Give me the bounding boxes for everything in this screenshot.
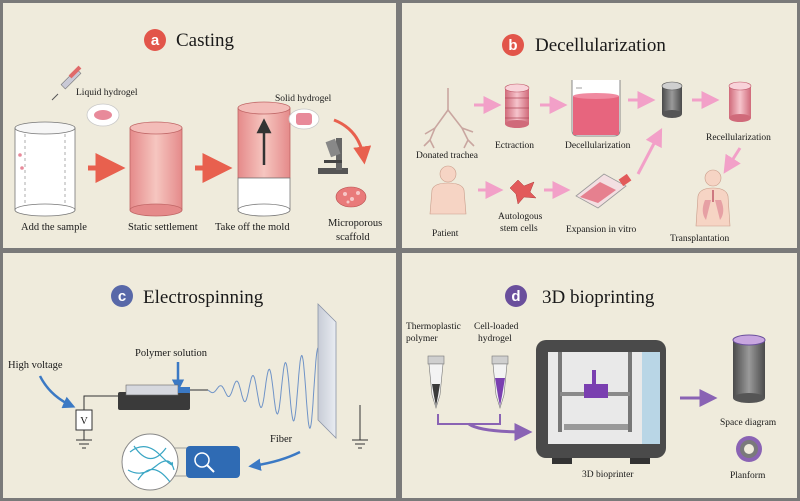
patient-icon: [429, 165, 467, 215]
panel-decellularization: b Decellularization Donated trachea Ectr…: [402, 3, 797, 248]
label-donated-trachea: Donated trachea: [416, 151, 479, 161]
label-thermoplastic-2: polymer: [406, 334, 438, 344]
label-fiber: Fiber: [270, 434, 293, 445]
trachea-icon: [423, 88, 475, 149]
microporous-scaffold-icon: [335, 186, 367, 208]
liquid-hydrogel-blob: [94, 110, 112, 120]
label-cell-loaded-2: hydrogel: [478, 334, 512, 344]
label-autologous-2: stem cells: [500, 224, 538, 234]
label-add-sample: Add the sample: [21, 222, 87, 233]
arrow-c-fiber: [248, 450, 301, 471]
filled-mold-icon: [129, 121, 183, 217]
empty-mold-icon: [14, 121, 76, 217]
decell-scaffold-icon: [661, 81, 683, 118]
tube-thermoplastic-icon: [427, 355, 445, 410]
label-microporous-1: Microporous: [328, 218, 382, 229]
label-solid-hydrogel: Solid hydrogel: [275, 94, 332, 104]
voltmeter-label: V: [80, 416, 88, 427]
panel-electrospinning: c Electrospinning Polymer solution High …: [3, 253, 396, 498]
label-polymer-solution: Polymer solution: [135, 348, 208, 359]
fiber-zoom-icon: [121, 433, 240, 491]
circuit-wires: [76, 395, 368, 449]
badge-a-letter: a: [151, 32, 160, 49]
panel-c-title: Electrospinning: [143, 287, 264, 308]
syringe-icon: [51, 65, 82, 101]
panel-a-title: Casting: [176, 30, 235, 51]
label-microporous-2: scaffold: [336, 232, 370, 243]
arrow-d-1: [468, 422, 533, 441]
voltmeter-icon: [75, 409, 93, 431]
tube-hydrogel-icon: [491, 355, 509, 410]
microscope-icon: [318, 138, 348, 174]
arrow-a-3: [333, 118, 372, 165]
badge-d: [505, 285, 527, 307]
label-high-voltage: High voltage: [8, 360, 63, 371]
beaker-icon: [571, 80, 621, 137]
culture-flask-icon: [575, 173, 632, 209]
label-autologous-1: Autologous: [498, 212, 543, 222]
magnifier-icon: [194, 452, 210, 468]
arrow-c-voltage: [38, 375, 76, 409]
collector-plate-icon: [317, 303, 337, 439]
badge-a: [144, 29, 166, 51]
badge-b: [502, 34, 524, 56]
space-diagram-icon: [732, 334, 766, 403]
panel-b-title: Decellularization: [535, 35, 666, 56]
recell-trachea-icon: [728, 81, 752, 122]
fiber-jet-spiral: [207, 347, 323, 429]
badge-b-letter: b: [508, 37, 517, 54]
panel-d-title: 3D bioprinting: [542, 287, 655, 308]
label-ectraction: Ectraction: [495, 141, 534, 151]
transplant-body-icon: [695, 169, 731, 227]
label-expansion: Expansion in vitro: [566, 225, 636, 235]
label-bioprinter: 3D bioprinter: [582, 470, 634, 480]
label-decellularization: Decellularization: [565, 141, 631, 151]
label-patient: Patient: [432, 229, 459, 239]
demold-icon: [237, 101, 291, 217]
panel-casting: a Casting Liquid hydrogel Add the sample: [3, 3, 396, 248]
stem-cell-icon: [509, 179, 537, 205]
label-thermoplastic-1: Thermoplastic: [406, 322, 461, 332]
label-take-off-mold: Take off the mold: [215, 222, 290, 233]
label-space-diagram: Space diagram: [720, 418, 777, 428]
label-recellularization: Recellularization: [706, 133, 771, 143]
solid-hydrogel-block: [296, 113, 312, 125]
trachea-ring-icon: [504, 83, 530, 128]
badge-c-letter: c: [118, 288, 126, 305]
bioprinter-icon: [536, 340, 666, 464]
label-cell-loaded-1: Cell-loaded: [474, 322, 519, 332]
label-static-settlement: Static settlement: [128, 222, 198, 233]
arrow-b-5: [723, 147, 742, 174]
badge-d-letter: d: [511, 288, 520, 305]
arrow-b-8: [636, 128, 663, 175]
panel-3d-bioprinting: d 3D bioprinting Thermoplastic polymer C…: [402, 253, 797, 498]
badge-c: [111, 285, 133, 307]
planform-icon: [736, 436, 762, 462]
syringe-pump-icon: [118, 384, 208, 410]
label-planform: Planform: [730, 470, 766, 481]
label-liquid-hydrogel: Liquid hydrogel: [76, 88, 138, 98]
label-transplantation: Transplantation: [670, 234, 730, 244]
